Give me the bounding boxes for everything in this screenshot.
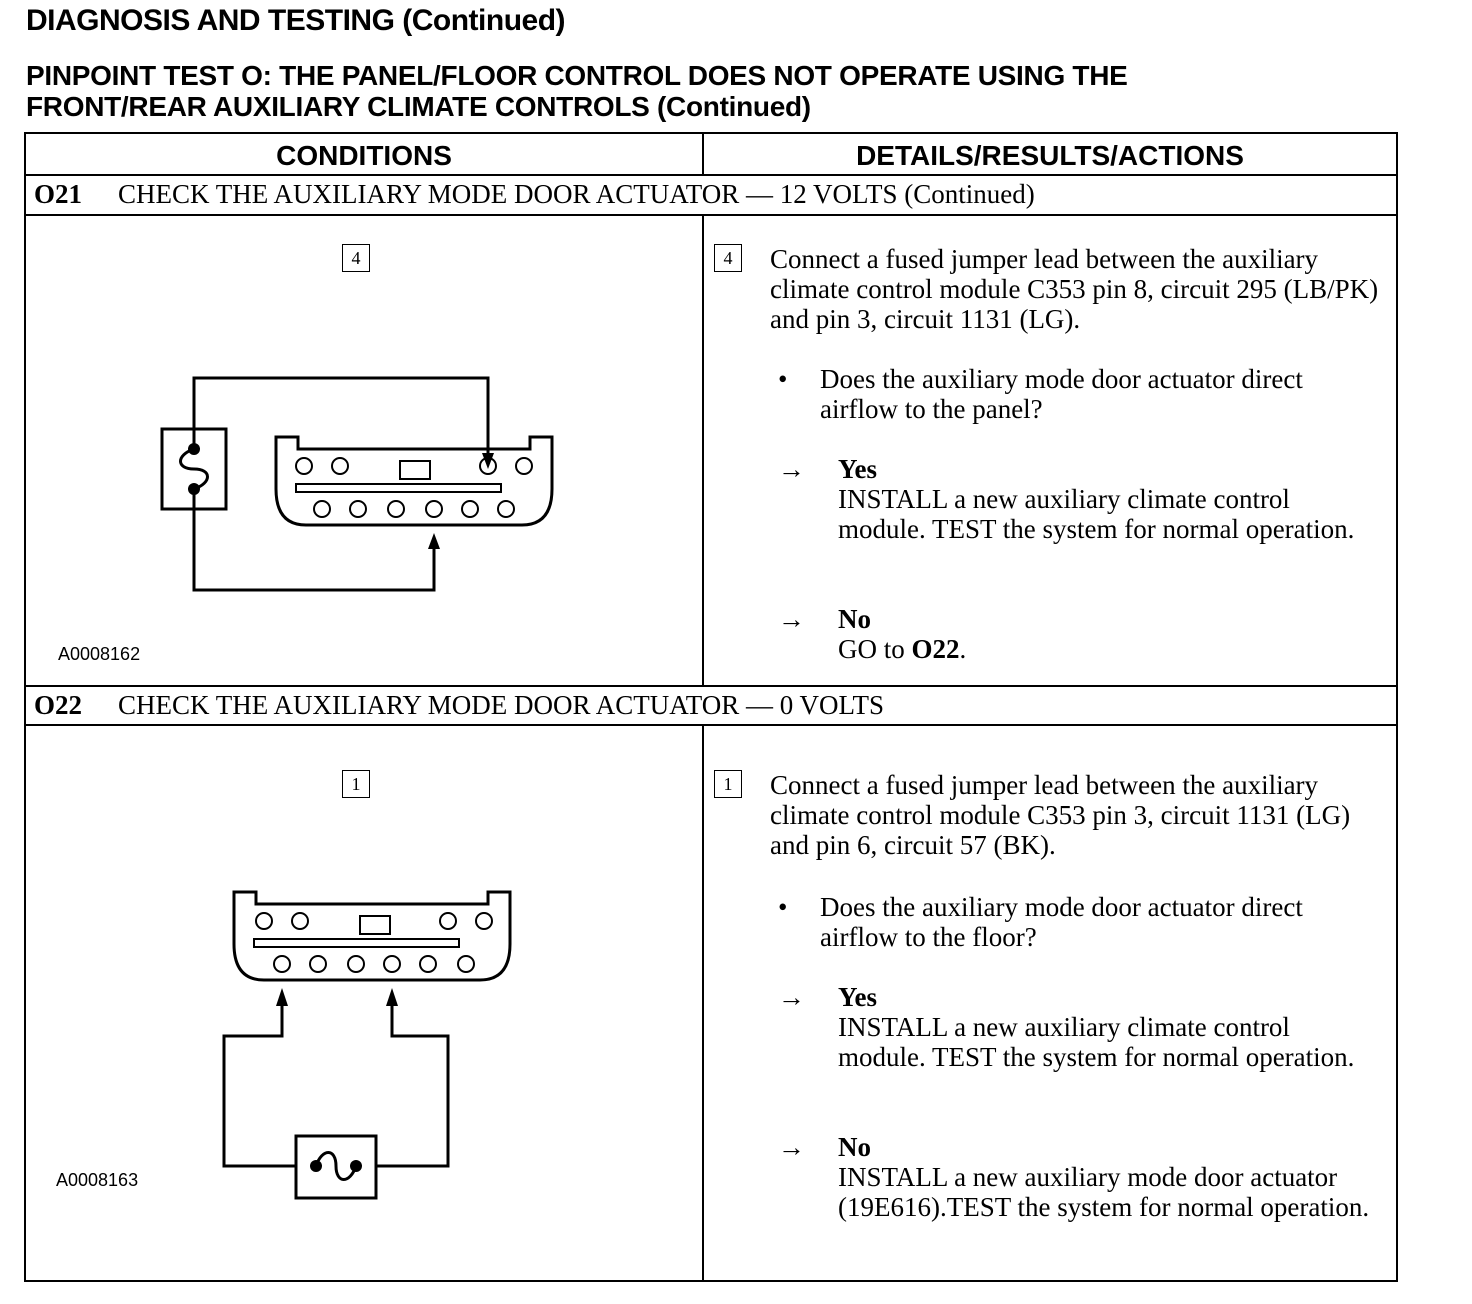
o21-yes-action: INSTALL a new auxiliary climate control … [838, 484, 1355, 544]
o21-step-box: 4 [714, 244, 742, 272]
o22-figure-id: A0008163 [56, 1170, 139, 1190]
step-o22-number: O22 [34, 690, 83, 720]
o21-no-arrow: → [778, 604, 805, 634]
o22-no-label: No [838, 1132, 871, 1162]
pinpoint-test-title: PINPOINT TEST O: THE PANEL/FLOOR CONTROL… [26, 60, 1128, 122]
o22-step-box: 1 [714, 770, 742, 798]
step-o21-title: CHECK THE AUXILIARY MODE DOOR ACTUATOR —… [118, 179, 1035, 209]
test-title-line-2: FRONT/REAR AUXILIARY CLIMATE CONTROLS (C… [26, 91, 811, 122]
step-o22-title-divider [26, 724, 1396, 726]
column-divider-o21 [702, 214, 704, 685]
o22-jumper-connector-diagram [222, 890, 512, 1200]
step-o22-title: CHECK THE AUXILIARY MODE DOOR ACTUATOR —… [118, 690, 885, 720]
column-header-details: DETAILS/RESULTS/ACTIONS [856, 140, 1244, 171]
fuse-symbol-icon [294, 1134, 378, 1200]
column-divider-o22 [702, 724, 704, 1280]
o21-yes-arrow: → [778, 454, 805, 484]
o21-no-result: No GO to O22. [838, 604, 1378, 664]
column-divider-header [702, 134, 704, 174]
o22-no-action: INSTALL a new auxiliary mode door actuat… [838, 1162, 1370, 1222]
step-o21-number: O21 [34, 179, 83, 209]
o21-diagram-step-box: 4 [342, 244, 370, 272]
step-o22-header: O22 CHECK THE AUXILIARY MODE DOOR ACTUATO… [34, 687, 884, 723]
o21-no-action-suffix: . [959, 634, 967, 664]
o22-instruction: Connect a fused jumper lead between the … [770, 770, 1351, 860]
o22-no-arrow: → [778, 1132, 805, 1162]
o22-yes-label: Yes [838, 982, 877, 1012]
step-o21-header: O21 CHECK THE AUXILIARY MODE DOOR ACTUATO… [34, 176, 1035, 212]
test-title-line-1: PINPOINT TEST O: THE PANEL/FLOOR CONTROL… [26, 60, 1128, 91]
step-o21-title-divider [26, 214, 1396, 216]
o21-figure-id: A0008162 [58, 644, 141, 664]
step-o21-bottom-divider [26, 685, 1396, 687]
o22-bullet: • [778, 892, 788, 922]
o22-diagram-step-box: 1 [342, 770, 370, 798]
o22-yes-action: INSTALL a new auxiliary climate control … [838, 1012, 1355, 1072]
o21-yes-result: Yes INSTALL a new auxiliary climate cont… [838, 454, 1378, 544]
page-title: DIAGNOSIS AND TESTING (Continued) [26, 4, 566, 37]
o21-no-action-prefix: GO to [838, 634, 912, 664]
o21-no-action: GO to O22. [838, 634, 1378, 664]
o22-yes-arrow: → [778, 982, 805, 1012]
o21-no-label: No [838, 604, 871, 634]
o22-question: Does the auxiliary mode door actuator di… [820, 892, 1303, 952]
header-divider [26, 174, 1396, 176]
o21-instruction: Connect a fused jumper lead between the … [770, 244, 1379, 334]
column-header-conditions: CONDITIONS [276, 140, 452, 171]
o21-question: Does the auxiliary mode door actuator di… [820, 364, 1303, 424]
o21-bullet: • [778, 364, 788, 394]
o21-jumper-connector-diagram [160, 376, 554, 592]
o21-yes-label: Yes [838, 454, 877, 484]
o22-no-result: No INSTALL a new auxiliary mode door act… [838, 1132, 1378, 1222]
o22-yes-result: Yes INSTALL a new auxiliary climate cont… [838, 982, 1378, 1072]
o21-no-action-ref: O22 [911, 634, 960, 664]
